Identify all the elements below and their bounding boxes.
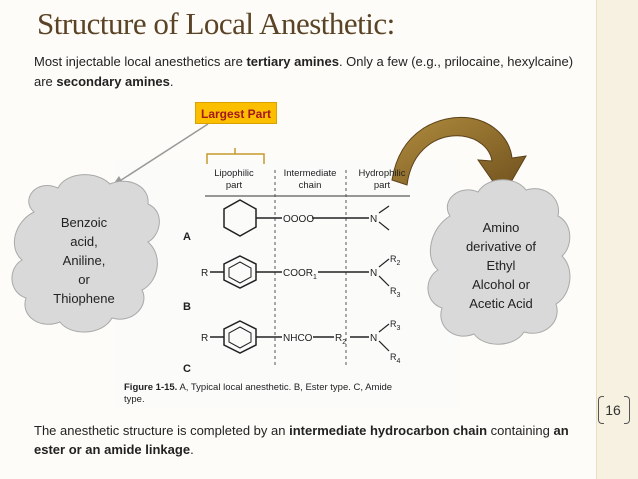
- r-label-c: R: [201, 333, 208, 344]
- bond-b-up: [378, 258, 390, 268]
- intro-text-2: . Only a few (e.g., prilocaine, hexylcai…: [34, 54, 574, 89]
- bond-a-up: [378, 205, 390, 214]
- header-intermediate-1: Intermediate: [284, 168, 337, 179]
- left-cloud-line: Thiophene: [53, 291, 115, 306]
- footer-bold-intermediate-chain: intermediate hydrocarbon chain: [289, 423, 488, 438]
- right-cloud-line: Acetic Acid: [469, 296, 533, 311]
- r-c-bottom-sub: 4: [397, 358, 401, 365]
- chain-c-r-main: R: [335, 333, 342, 344]
- footer-paragraph: The anesthetic structure is completed by…: [34, 421, 589, 459]
- figure-caption-line-2: type.: [124, 394, 145, 405]
- bond-b-down: [378, 275, 390, 287]
- header-lipophilic-1: Lipophilic: [214, 168, 254, 179]
- r-b-top-main: R: [390, 254, 397, 264]
- bond-c-up: [378, 323, 390, 333]
- left-cloud-line: Aniline,: [62, 253, 106, 268]
- r-b-bottom-sub: 3: [397, 292, 401, 299]
- chain-c-r-sub: 2: [342, 339, 346, 346]
- r-c-top-main: R: [390, 319, 397, 329]
- cyclohexane-ring-icon: [223, 199, 257, 237]
- bond-c-down: [378, 340, 390, 352]
- right-cloud-line: Ethyl: [486, 258, 516, 273]
- r-c-top-sub: 3: [397, 325, 401, 332]
- left-cloud-line: Benzoic: [60, 215, 108, 230]
- intro-bold-tertiary-amines: tertiary amines: [246, 54, 339, 69]
- n-label-c: N: [370, 333, 377, 344]
- intro-bold-secondary-amines: secondary amines: [56, 74, 170, 89]
- r-b-top-sub: 2: [397, 260, 401, 267]
- chain-b-sub: 1: [313, 274, 317, 281]
- chain-c-r: R2: [335, 333, 346, 346]
- chain-a-text: OOOO: [283, 214, 314, 225]
- r-label-b-bottom: R3: [390, 286, 401, 299]
- sidebar-divider: [596, 0, 597, 479]
- bond-a-down: [378, 221, 390, 231]
- benzene-inner-b: [228, 261, 252, 284]
- header-lipophilic-2: part: [226, 180, 243, 191]
- n-label-a: N: [370, 214, 377, 225]
- header-hydrophilic-2: part: [374, 180, 391, 191]
- left-cloud-shape: [11, 174, 160, 333]
- chain-c-text: NHCO: [283, 333, 313, 344]
- benzene-ring-c-icon: [223, 320, 257, 354]
- pointer-line: [111, 123, 209, 187]
- r-label-b-top: R2: [390, 254, 401, 267]
- footer-text-1: The anesthetic structure is completed by…: [34, 423, 290, 438]
- r-c-bottom-main: R: [390, 352, 397, 362]
- page-number-bracket-left: [598, 396, 604, 424]
- benzene-ring-b-icon: [223, 255, 257, 289]
- r-b-bottom-main: R: [390, 286, 397, 296]
- n-label-b: N: [370, 268, 377, 279]
- right-cloud-text: Amino derivative of Ethyl Alcohol or Ace…: [446, 218, 556, 313]
- right-cloud-line: derivative of: [465, 239, 537, 254]
- page-number-bracket-right: [624, 396, 630, 424]
- left-cloud-line: acid,: [70, 234, 98, 249]
- r-label-c-bottom: R4: [390, 352, 401, 365]
- r-label-b: R: [201, 268, 208, 279]
- slide-title: Structure of Local Anesthetic:: [37, 6, 395, 41]
- row-label-c: C: [183, 363, 191, 375]
- figure-caption-line-1: Figure 1-15. A, Typical local anesthetic…: [124, 382, 392, 393]
- left-cloud-text: Benzoic acid, Aniline, or Thiophene: [38, 213, 130, 308]
- figure-caption-text-1: A, Typical local anesthetic. B, Ester ty…: [177, 382, 392, 393]
- row-label-b: B: [183, 301, 191, 313]
- chain-b-main: COOR: [283, 268, 313, 279]
- r-label-c-top: R3: [390, 319, 401, 332]
- lipophilic-bracket: [206, 148, 265, 164]
- intro-text-3: .: [169, 74, 174, 89]
- header-intermediate-2: chain: [299, 180, 322, 191]
- benzene-inner-c: [228, 326, 252, 349]
- footer-text-2: containing: [487, 423, 554, 438]
- largest-part-label: Largest Part: [195, 102, 277, 124]
- intro-text-1: Most injectable local anesthetics are: [34, 54, 247, 69]
- right-cloud-line: Alcohol or: [472, 277, 530, 292]
- left-cloud-line: or: [78, 272, 90, 287]
- right-cloud-line: Amino: [482, 220, 520, 235]
- footer-bold-ester-amide: an ester or an amide linkage: [34, 423, 569, 457]
- figure-panel: [115, 160, 460, 408]
- intro-paragraph: Most injectable local anesthetics are te…: [34, 52, 574, 92]
- figure-caption-bold: Figure 1-15.: [124, 382, 177, 393]
- footer-text-3: .: [190, 442, 194, 457]
- chain-b-text: COOR1: [283, 268, 317, 281]
- row-label-a: A: [183, 231, 191, 243]
- curved-arrow-icon: [391, 116, 527, 197]
- right-cloud-shape: [427, 179, 571, 345]
- page-number: 16: [605, 402, 621, 418]
- header-hydrophilic-1: Hydrophilic: [359, 168, 406, 179]
